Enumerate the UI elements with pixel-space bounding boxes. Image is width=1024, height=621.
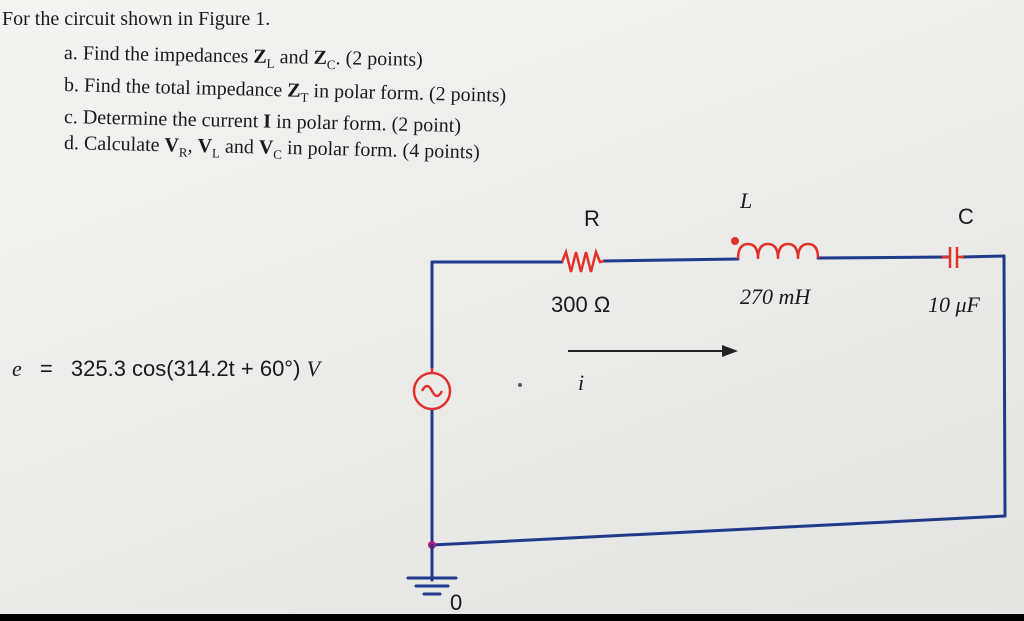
inductor-value: 270 mH: [740, 284, 811, 309]
current-arrow: [568, 345, 738, 357]
ground-icon: [406, 543, 458, 596]
source-equation: e = 325.3 cos(314.2t + 60°) V: [12, 356, 321, 381]
resistor-name: R: [584, 206, 600, 231]
current-label: i: [578, 370, 585, 395]
resistor-symbol: [560, 247, 605, 273]
top-wire-middle: [602, 257, 740, 263]
capacitor-symbol: [942, 247, 964, 268]
intro-line: For the circuit shown in Figure 1.: [2, 8, 271, 30]
inductor-symbol: [731, 237, 820, 260]
top-wire-end: [960, 254, 1006, 259]
capacitor-value: 10 μF: [928, 292, 980, 317]
bottom-wire: [430, 514, 1007, 547]
right-wire: [1002, 254, 1007, 518]
stray-dot: [518, 383, 522, 387]
inductor-name: L: [740, 188, 753, 213]
capacitor-name: C: [958, 204, 974, 229]
resistor-value: 300 Ω: [551, 292, 611, 317]
top-wire-right: [816, 255, 950, 260]
ac-source-symbol: [412, 368, 452, 411]
ground-label: 0: [450, 590, 463, 614]
